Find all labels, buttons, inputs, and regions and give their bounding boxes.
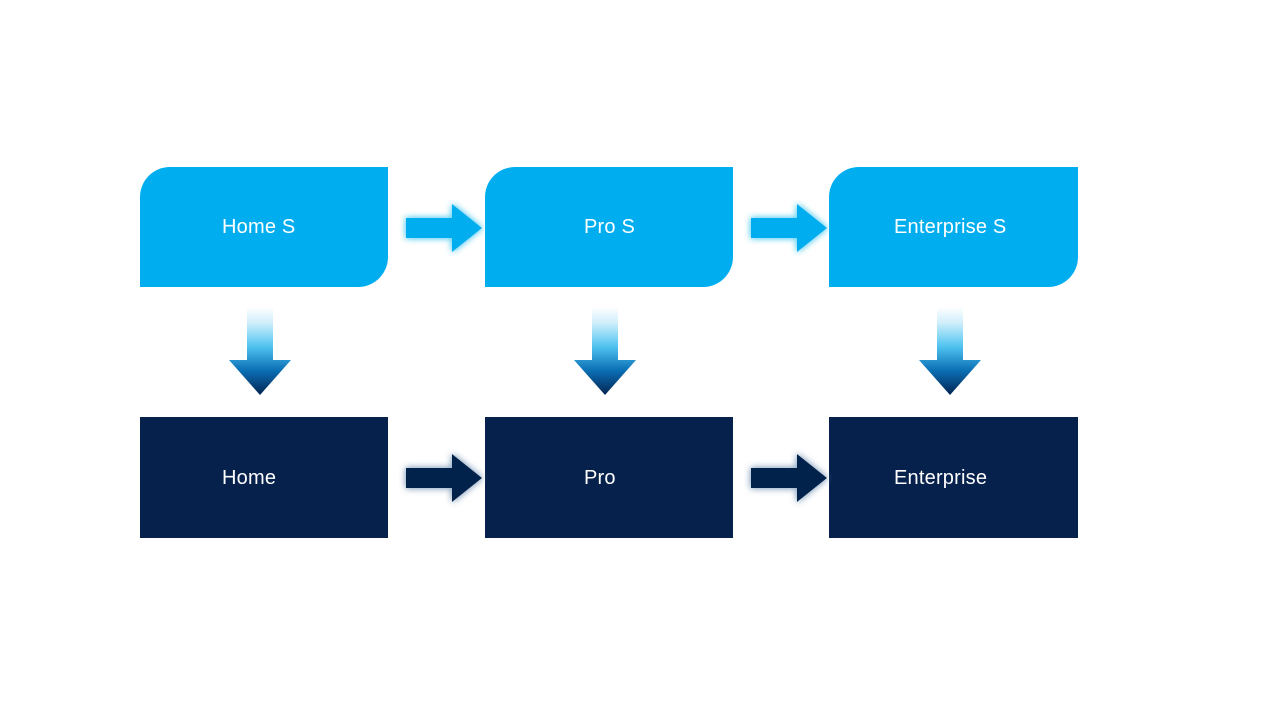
arrow-right-home-s-to-pro-s <box>400 198 488 258</box>
arrow-down-icon <box>574 307 636 395</box>
node-home-s[interactable]: Home S <box>140 167 388 287</box>
node-pro-s-label: Pro S <box>584 216 636 238</box>
arrow-down-icon <box>229 307 291 395</box>
node-home-s-label: Home S <box>222 216 296 238</box>
arrow-right-icon <box>406 204 482 252</box>
arrow-right-pro-s-to-enterprise-s <box>745 198 833 258</box>
arrow-down-home-s-to-home <box>225 305 295 397</box>
node-enterprise-label: Enterprise <box>894 466 988 489</box>
node-home-label: Home <box>222 466 277 489</box>
node-pro-label: Pro <box>584 466 616 489</box>
node-pro-s[interactable]: Pro S <box>485 167 733 287</box>
arrow-right-pro-to-enterprise <box>745 448 833 508</box>
node-enterprise[interactable]: Enterprise <box>829 417 1078 538</box>
arrow-down-pro-s-to-pro <box>570 305 640 397</box>
arrow-down-icon <box>919 307 981 395</box>
node-home[interactable]: Home <box>140 417 388 538</box>
arrow-right-home-to-pro <box>400 448 488 508</box>
arrow-right-icon <box>751 454 827 502</box>
node-pro[interactable]: Pro <box>485 417 733 538</box>
arrow-right-icon <box>751 204 827 252</box>
arrow-right-icon <box>406 454 482 502</box>
node-enterprise-s-label: Enterprise S <box>894 216 1007 238</box>
arrow-down-enterprise-s-to-enterprise <box>915 305 985 397</box>
node-enterprise-s[interactable]: Enterprise S <box>829 167 1078 287</box>
